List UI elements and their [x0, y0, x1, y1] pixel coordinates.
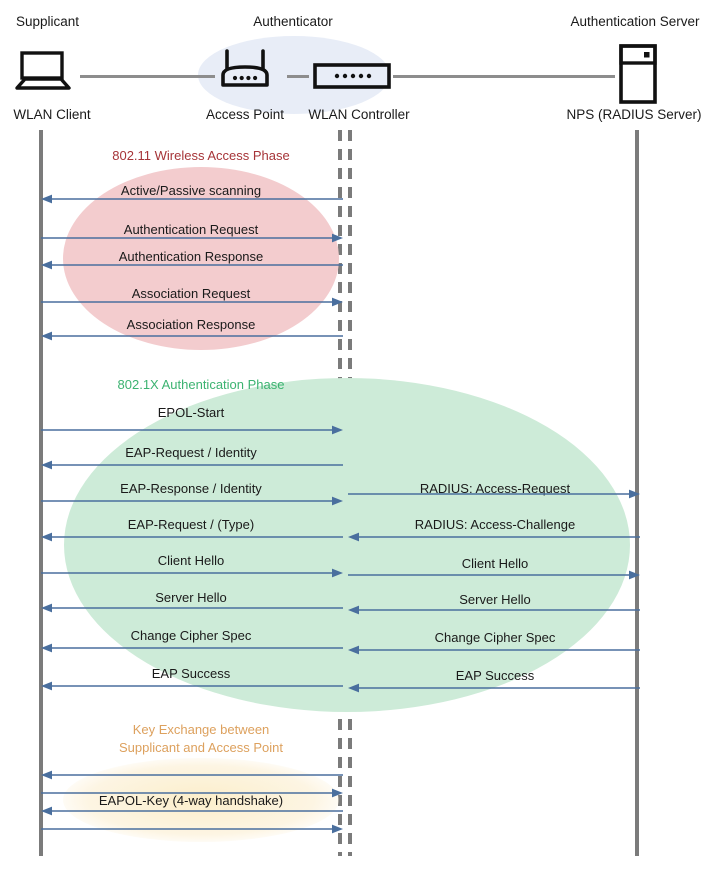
actor-name-wlan-client: WLAN Client [13, 107, 91, 122]
laptop-icon [14, 50, 72, 97]
wire-controller-to-server [393, 75, 615, 78]
message-label-eap-request-type: EAP-Request / (Type) [127, 517, 255, 532]
actor-role-authenticator: Authenticator [253, 14, 333, 29]
lifeline-supplicant [39, 130, 43, 856]
phase-highlight-dot1x-authentication [64, 378, 630, 712]
wire-client-to-ap [80, 75, 215, 78]
message-label-eapol-start: EPOL-Start [157, 405, 225, 420]
wire-ap-to-controller [287, 75, 309, 78]
actor-role-supplicant: Supplicant [15, 14, 80, 29]
message-label-eap-request-identity: EAP-Request / Identity [125, 445, 257, 460]
phase-label-key-exchange-line1: Key Exchange between [132, 722, 270, 737]
server-rack-icon [616, 44, 660, 109]
wireless-router-icon [214, 45, 276, 98]
actor-name-nps-radius-server: NPS (RADIUS Server) [566, 107, 702, 122]
message-label-server-hello-right: Server Hello [459, 592, 531, 607]
message-label-radius-access-request: RADIUS: Access-Request [419, 481, 571, 496]
message-label-change-cipher-spec-left: Change Cipher Spec [130, 628, 252, 643]
message-label-change-cipher-spec-right: Change Cipher Spec [434, 630, 556, 645]
phase-label-wireless-access: 802.11 Wireless Access Phase [112, 148, 290, 163]
message-label-eap-success-left: EAP Success [151, 666, 231, 681]
message-label-active-passive-scanning: Active/Passive scanning [120, 183, 262, 198]
phase-label-key-exchange-line2: Supplicant and Access Point [118, 740, 284, 755]
message-label-client-hello-left: Client Hello [157, 553, 225, 568]
message-label-server-hello-left: Server Hello [155, 590, 227, 605]
message-label-authentication-request: Authentication Request [123, 222, 259, 237]
phase-highlight-wireless-access [63, 167, 339, 350]
phase-highlight-key-exchange [63, 758, 339, 842]
wlan-controller-icon [313, 62, 391, 95]
message-label-client-hello-right: Client Hello [461, 556, 529, 571]
message-label-association-request: Association Request [131, 286, 251, 301]
actor-name-wlan-controller: WLAN Controller [308, 107, 410, 122]
message-label-radius-access-challenge: RADIUS: Access-Challenge [414, 517, 576, 532]
message-label-eap-success-right: EAP Success [455, 668, 535, 683]
actor-role-authentication-server: Authentication Server [570, 14, 700, 29]
message-label-eap-response-identity: EAP-Response / Identity [120, 481, 262, 496]
message-label-association-response: Association Response [126, 317, 256, 332]
actor-name-access-point: Access Point [205, 107, 285, 122]
phase-label-dot1x-authentication: 802.1X Authentication Phase [117, 377, 285, 392]
message-label-eapol-key-4way-handshake: EAPOL-Key (4-way handshake) [98, 793, 284, 808]
message-label-authentication-response: Authentication Response [118, 249, 264, 264]
